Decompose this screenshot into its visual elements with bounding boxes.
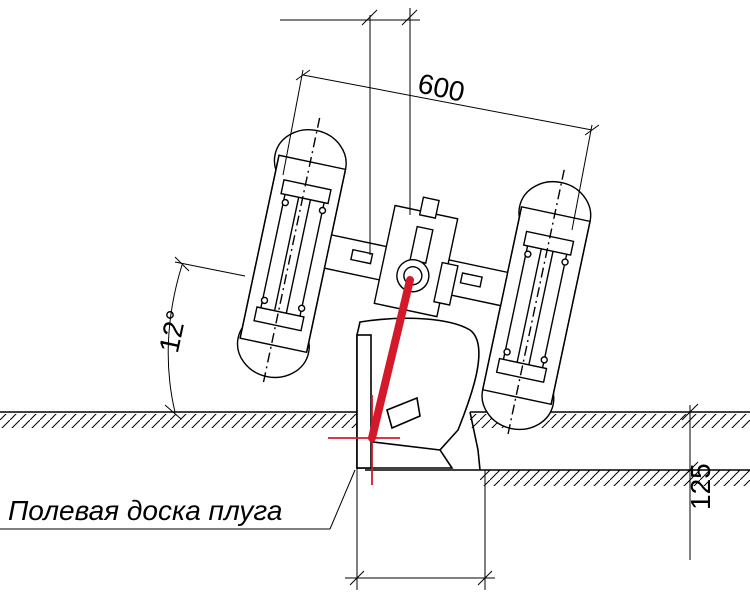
dimension-track-width-label: 600 bbox=[415, 68, 467, 108]
landside-highlight bbox=[328, 276, 414, 485]
landside-leader bbox=[0, 469, 356, 530]
dimension-track-width bbox=[282, 69, 600, 231]
right-wheel bbox=[481, 181, 592, 431]
dimension-tilt-angle-label: 12° bbox=[153, 307, 192, 355]
tractor-frame bbox=[236, 117, 592, 435]
reference-lines bbox=[280, 8, 495, 590]
dimension-tilt-angle bbox=[164, 256, 246, 420]
landside-label: Полевая доска плуга bbox=[8, 495, 283, 526]
plough-body bbox=[356, 317, 480, 469]
dimension-furrow-depth bbox=[681, 403, 699, 560]
dimension-furrow-depth-label: 125 bbox=[685, 463, 716, 510]
